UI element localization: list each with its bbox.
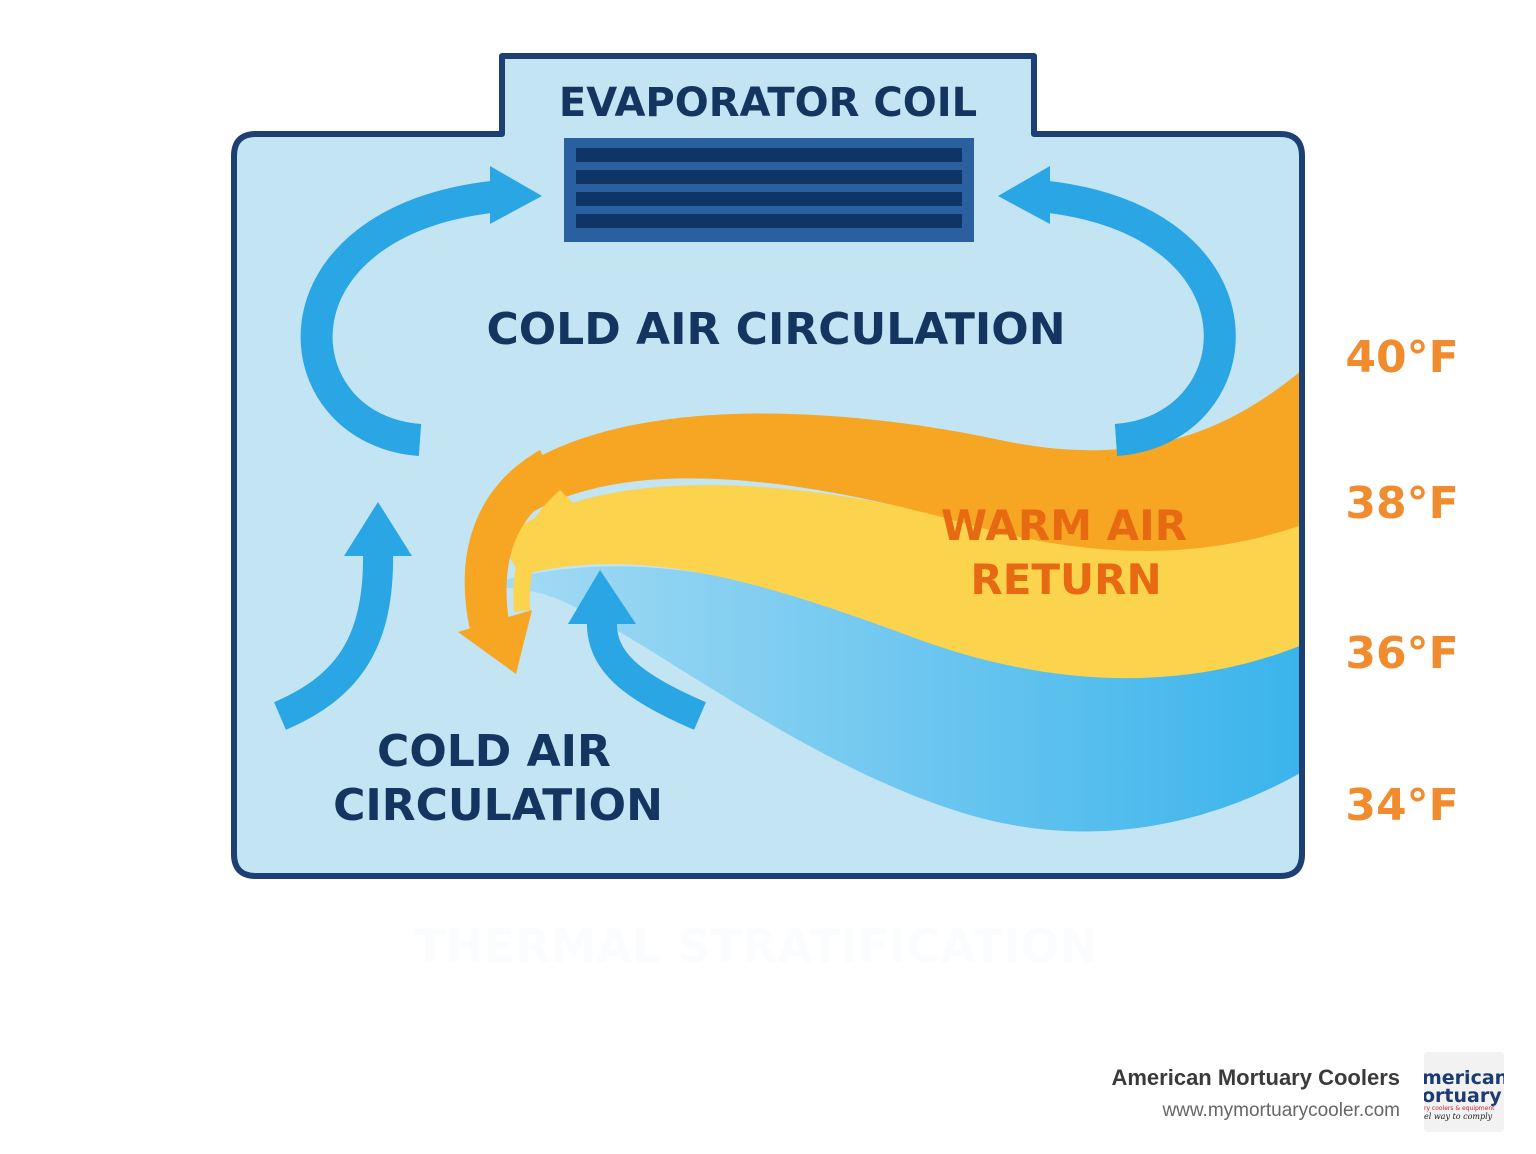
arrow-bottom-center-curve: [586, 619, 706, 730]
arrow-top-left-curve: [300, 180, 502, 456]
cold-air-bottom-label-line2: CIRCULATION: [333, 780, 663, 831]
warm-air-band-yellow: [500, 485, 1302, 679]
arrow-bottom-center-head: [568, 570, 636, 624]
coil-label: EVAPORATOR COIL: [559, 80, 977, 126]
company-logo: merican ortuary ry coolers & equipment e…: [1424, 1052, 1504, 1132]
evaporator-coil: [564, 138, 974, 242]
warm-air-band-orange: [520, 370, 1302, 551]
company-name: American Mortuary Coolers: [1111, 1065, 1400, 1090]
arrow-top-right-head: [998, 166, 1050, 224]
temp-label-40: 40°F: [1345, 332, 1458, 383]
temp-label-38: 38°F: [1345, 478, 1458, 529]
warm-air-label-line2: RETURN: [970, 555, 1161, 604]
cold-air-band: [470, 566, 1302, 832]
cold-air-top-label: COLD AIR CIRCULATION: [486, 304, 1065, 355]
arrow-bottom-left-curve: [273, 549, 394, 730]
cooler-chamber-outline: [231, 53, 1305, 879]
logo-text-line1: merican: [1424, 1067, 1504, 1089]
temp-label-36: 36°F: [1345, 628, 1458, 679]
temp-label-34: 34°F: [1345, 780, 1458, 831]
faint-caption: THERMAL STRATIFICATION: [414, 919, 1098, 973]
logo-text-line4: el way to comply: [1424, 1112, 1493, 1121]
logo-text-line2: ortuary: [1424, 1085, 1502, 1107]
warm-return-arrow-body: [464, 450, 560, 630]
logo-text-line3: ry coolers & equipment: [1424, 1105, 1495, 1112]
arrow-top-right-curve: [1038, 180, 1236, 456]
footer-brand: American Mortuary Coolers www.mymortuary…: [1111, 1064, 1400, 1124]
cold-air-bottom-label-line1: COLD AIR: [377, 726, 611, 777]
arrow-bottom-left-head: [344, 502, 412, 556]
arrow-top-left-head: [490, 166, 542, 224]
website-link[interactable]: www.mymortuarycooler.com: [1162, 1100, 1400, 1121]
warm-return-arrowhead: [458, 610, 532, 674]
warm-return-arrow-inner: [513, 490, 575, 612]
warm-air-label-line1: WARM AIR: [941, 501, 1187, 550]
